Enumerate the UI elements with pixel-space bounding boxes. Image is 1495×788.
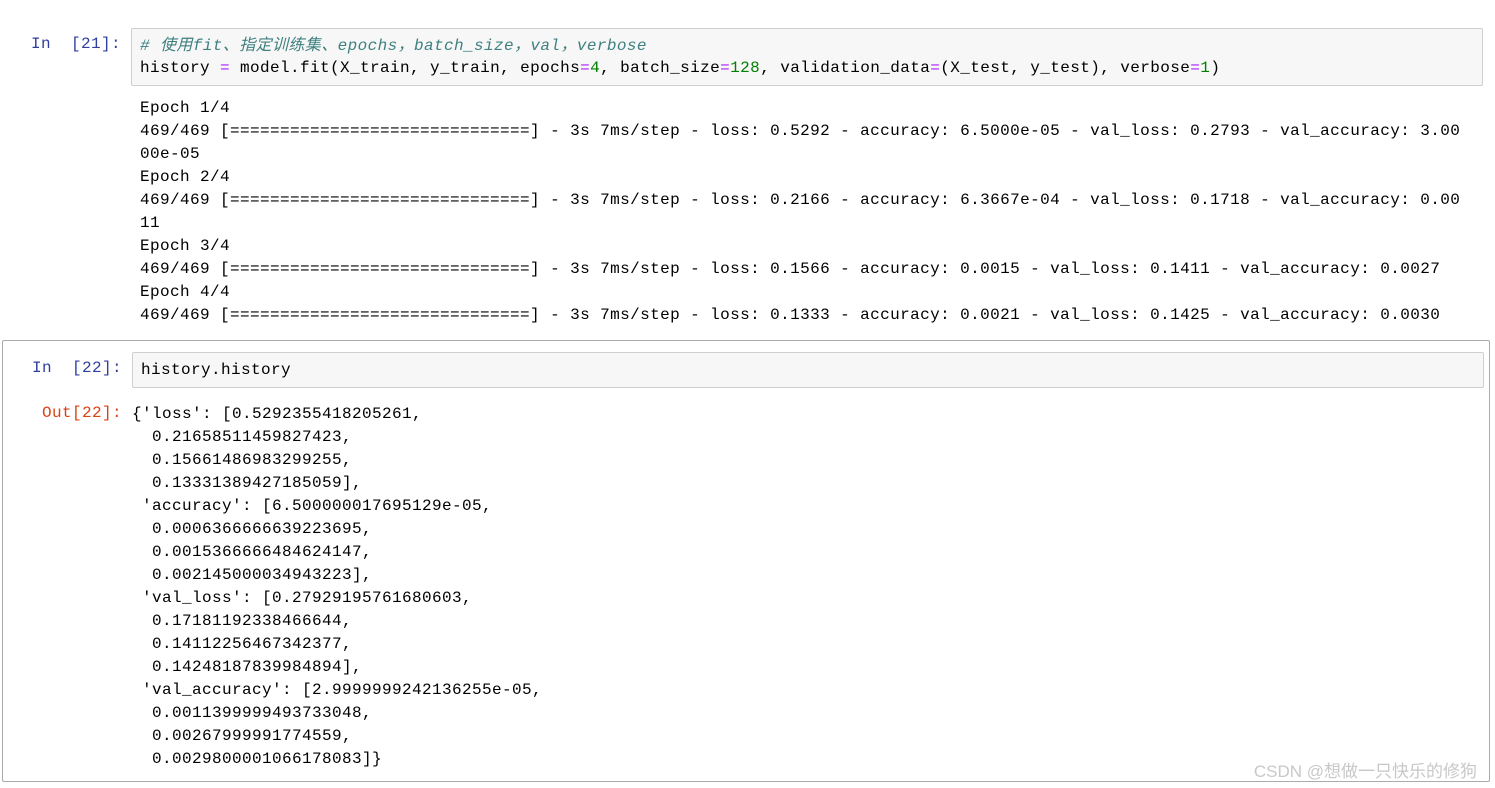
cell-22-input-area: In [22]: history.history [3,352,1484,388]
code-cell-22[interactable]: In [22]: history.history Out[22]: {'loss… [2,340,1490,782]
input-prompt-21: In [21]: [30,35,121,53]
cell-output-22: {'loss': [0.5292355418205261, 0.21658511… [132,405,543,768]
code-cell-21: In [21]: # 使用fit、指定训练集、epochs，batch_size… [0,28,1483,86]
input-prompt-22: In [22]: [31,359,122,377]
cell-output-21: Epoch 1/4 469/469 [=====================… [140,99,1461,324]
output-prompt-22: Out[22]: [41,404,122,422]
code-input-22[interactable]: history.history [132,352,1484,388]
watermark: CSDN @想做一只快乐的修狗 [1253,762,1477,781]
cell-22-output-area: Out[22]: {'loss': [0.5292355418205261, 0… [3,403,1484,771]
code-input-21[interactable]: # 使用fit、指定训练集、epochs，batch_size，val，verb… [131,28,1483,86]
